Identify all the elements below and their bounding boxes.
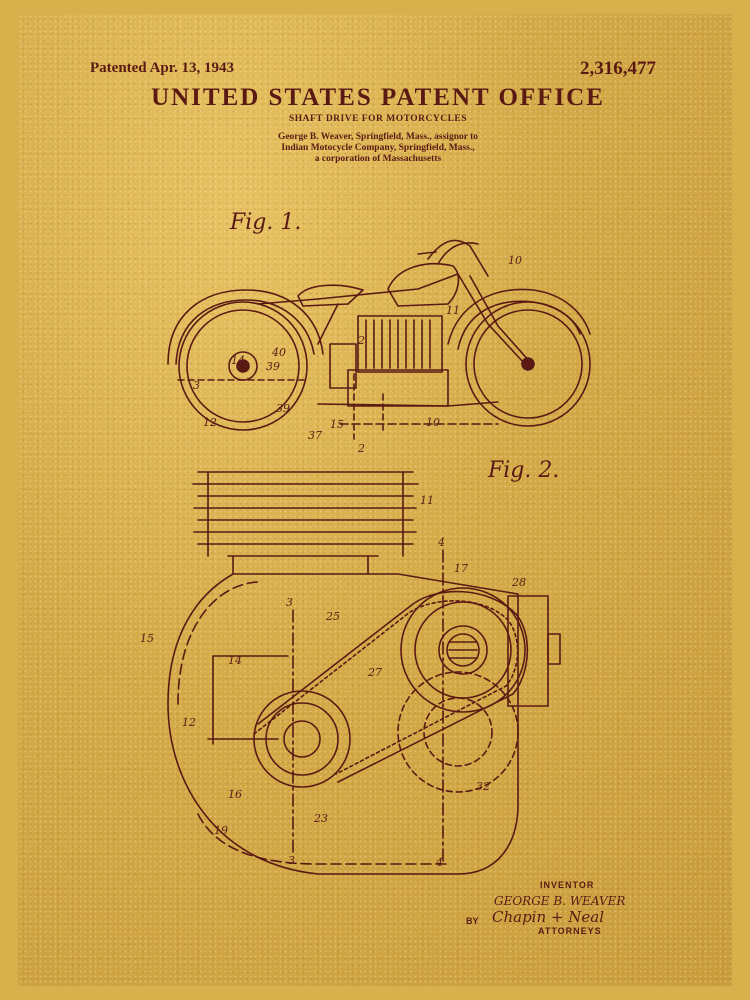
ref-numeral: 19	[214, 824, 228, 837]
ref-numeral: 4	[435, 856, 443, 869]
ref-numeral: 3	[286, 596, 293, 609]
by-label: BY	[466, 916, 479, 926]
fig1-label: Fig. 1.	[230, 210, 302, 235]
ref-numeral: 2	[357, 334, 365, 347]
ref-numeral: 27	[367, 666, 382, 679]
fig1-reference-numerals: 10 11 2 40 14 39 39 3 12 37 15 10 2	[193, 254, 522, 455]
ref-numeral: 23	[313, 812, 328, 825]
ref-numeral: 3	[193, 379, 200, 392]
assignment-line: George B. Weaver, Springfield, Mass., as…	[277, 132, 479, 142]
attorney-signature: Chapin + Neal	[492, 908, 604, 926]
ref-numeral: 2	[357, 442, 365, 455]
ref-numeral: 12	[203, 416, 217, 429]
ref-numeral: 11	[420, 494, 434, 507]
patent-office-heading: UNITED STATES PATENT OFFICE	[151, 84, 605, 111]
ref-numeral: 32	[476, 780, 490, 793]
inventor-name: GEORGE B. WEAVER	[494, 894, 626, 908]
ref-numeral: 40	[271, 346, 286, 359]
patent-number: 2,316,477	[580, 58, 656, 79]
fig2-engine	[167, 471, 561, 875]
ref-numeral: 39	[266, 360, 280, 373]
fig1-motorcycle	[167, 239, 591, 440]
ref-numeral: 17	[454, 562, 468, 575]
ref-numeral: 4	[437, 536, 445, 549]
ref-numeral: 12	[182, 716, 196, 729]
attorneys-title: ATTORNEYS	[538, 926, 602, 936]
ref-numeral: 11	[446, 304, 460, 317]
patented-date: Patented Apr. 13, 1943	[90, 60, 235, 76]
ref-numeral: 10	[508, 254, 522, 267]
ref-numeral: 15	[140, 632, 154, 645]
patent-title: SHAFT DRIVE FOR MOTORCYCLES	[288, 114, 468, 124]
fig2-label: Fig. 2.	[488, 458, 560, 483]
ref-numeral: 28	[511, 576, 526, 589]
ref-numeral: 25	[325, 610, 340, 623]
ref-numeral: 37	[308, 429, 322, 442]
assignment-text: George B. Weaver, Springfield, Mass., as…	[218, 132, 538, 165]
inventor-title: INVENTOR	[540, 880, 595, 890]
patent-sheet: Patented Apr. 13, 1943 2,316,477 UNITED …	[18, 14, 732, 986]
ref-numeral: 10	[426, 416, 440, 429]
fig2-reference-numerals: 11 4 17 28 15 3 25 14 27 12 16 23 32 19 …	[140, 494, 526, 869]
assignment-line: a corporation of Massachusetts	[314, 154, 442, 164]
assignment-line: Indian Motocycle Company, Springfield, M…	[281, 143, 475, 153]
ref-numeral: 16	[228, 788, 242, 801]
ref-numeral: 14	[228, 654, 242, 667]
ref-numeral: 3	[288, 854, 295, 867]
ref-numeral: 14	[231, 354, 245, 367]
ref-numeral: 39	[276, 402, 290, 415]
patent-drawing: 10 11 2 40 14 39 39 3 12 37 15 10 2 11 4…	[140, 239, 591, 875]
ref-numeral: 15	[330, 418, 344, 431]
